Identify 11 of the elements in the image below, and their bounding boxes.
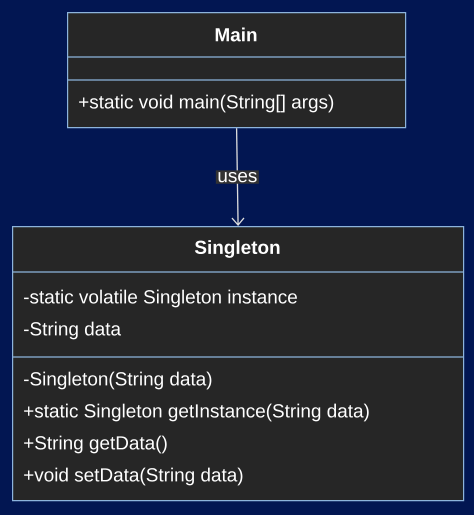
method-text: +void setData(String data) <box>24 468 242 486</box>
attribute-text: -static volatile Singleton instance <box>24 290 297 308</box>
edge-label: uses <box>218 172 257 182</box>
class-name: Main <box>216 28 256 42</box>
method-text: -Singleton(String data) <box>24 372 212 390</box>
method-text: +static Singleton getInstance(String data) <box>24 404 369 422</box>
arrow <box>232 128 244 226</box>
method-text: +static void main(String[] args) <box>79 94 334 112</box>
method-text: +String getData() <box>24 436 167 454</box>
class-name: Singleton <box>194 240 280 258</box>
attribute-text: -String data <box>24 322 122 340</box>
